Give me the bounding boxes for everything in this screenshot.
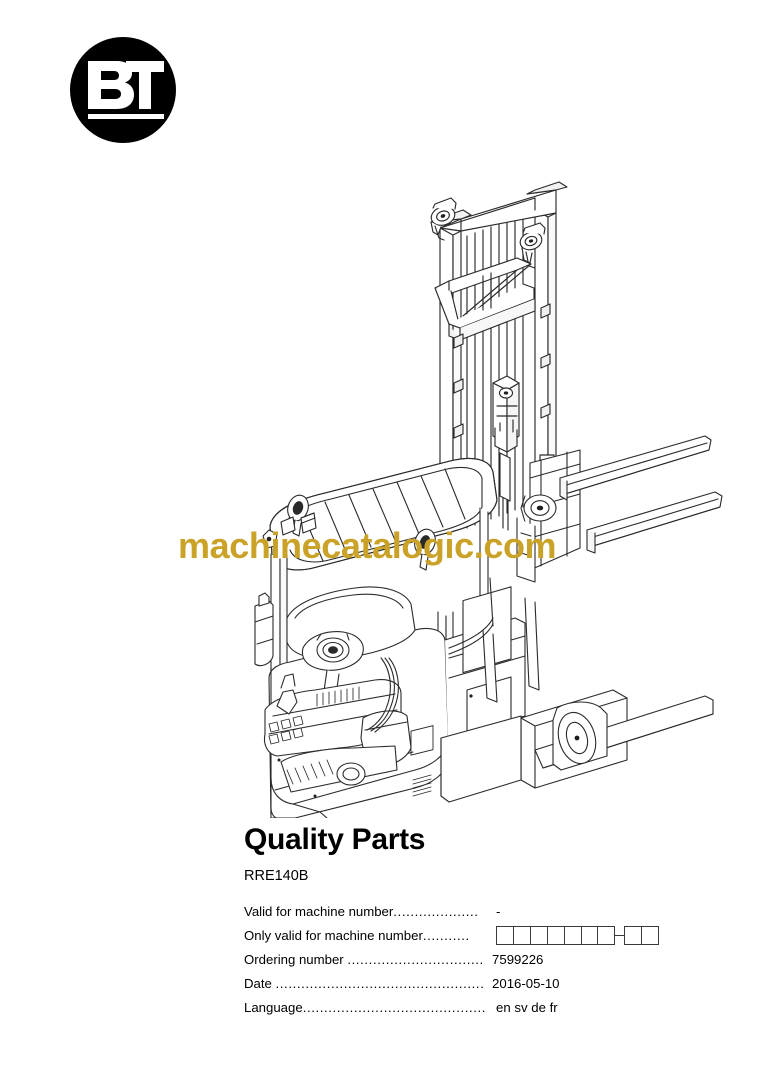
title-block: Quality Parts RRE140B Valid for machine … <box>244 823 714 1019</box>
meta-label-valid-for-machine-number: Valid for machine number................… <box>244 903 479 919</box>
meta-value-valid-for-machine-number: - <box>496 903 501 919</box>
serial-separator-dash <box>614 934 625 936</box>
table-row: Language................................… <box>244 995 714 1019</box>
serial-box[interactable] <box>529 925 548 945</box>
serial-box[interactable] <box>546 925 565 945</box>
metadata-table: Valid for machine number................… <box>244 899 714 1019</box>
reach-truck-illustration <box>235 178 735 818</box>
meta-label-language: Language................................… <box>244 999 487 1015</box>
table-row: Valid for machine number................… <box>244 899 714 923</box>
table-row: Only valid for machine number........... <box>244 923 714 947</box>
serial-number-field[interactable] <box>492 925 714 945</box>
meta-value-serial-number-boxes <box>486 923 714 947</box>
serial-box-group-2 <box>624 925 660 945</box>
serial-box[interactable] <box>641 925 660 945</box>
serial-box[interactable] <box>580 925 599 945</box>
model-code: RRE140B <box>244 868 309 884</box>
serial-box[interactable] <box>624 925 643 945</box>
meta-label-date: Date ...................................… <box>244 975 485 991</box>
meta-value-ordering-number: 7599226 <box>492 951 544 967</box>
meta-label-only-valid-for-machine-number: Only valid for machine number........... <box>244 927 470 943</box>
meta-label-ordering-number: Ordering number ........................… <box>244 951 484 967</box>
table-row: Date ...................................… <box>244 971 714 995</box>
table-row: Ordering number ........................… <box>244 947 714 971</box>
serial-box[interactable] <box>563 925 582 945</box>
page-title: Quality Parts <box>244 823 426 856</box>
bt-logo <box>68 35 178 145</box>
meta-value-date: 2016-05-10 <box>492 975 560 991</box>
meta-value-language: en sv de fr <box>496 999 558 1015</box>
serial-box[interactable] <box>496 925 515 945</box>
serial-box[interactable] <box>512 925 531 945</box>
serial-box[interactable] <box>597 925 616 945</box>
